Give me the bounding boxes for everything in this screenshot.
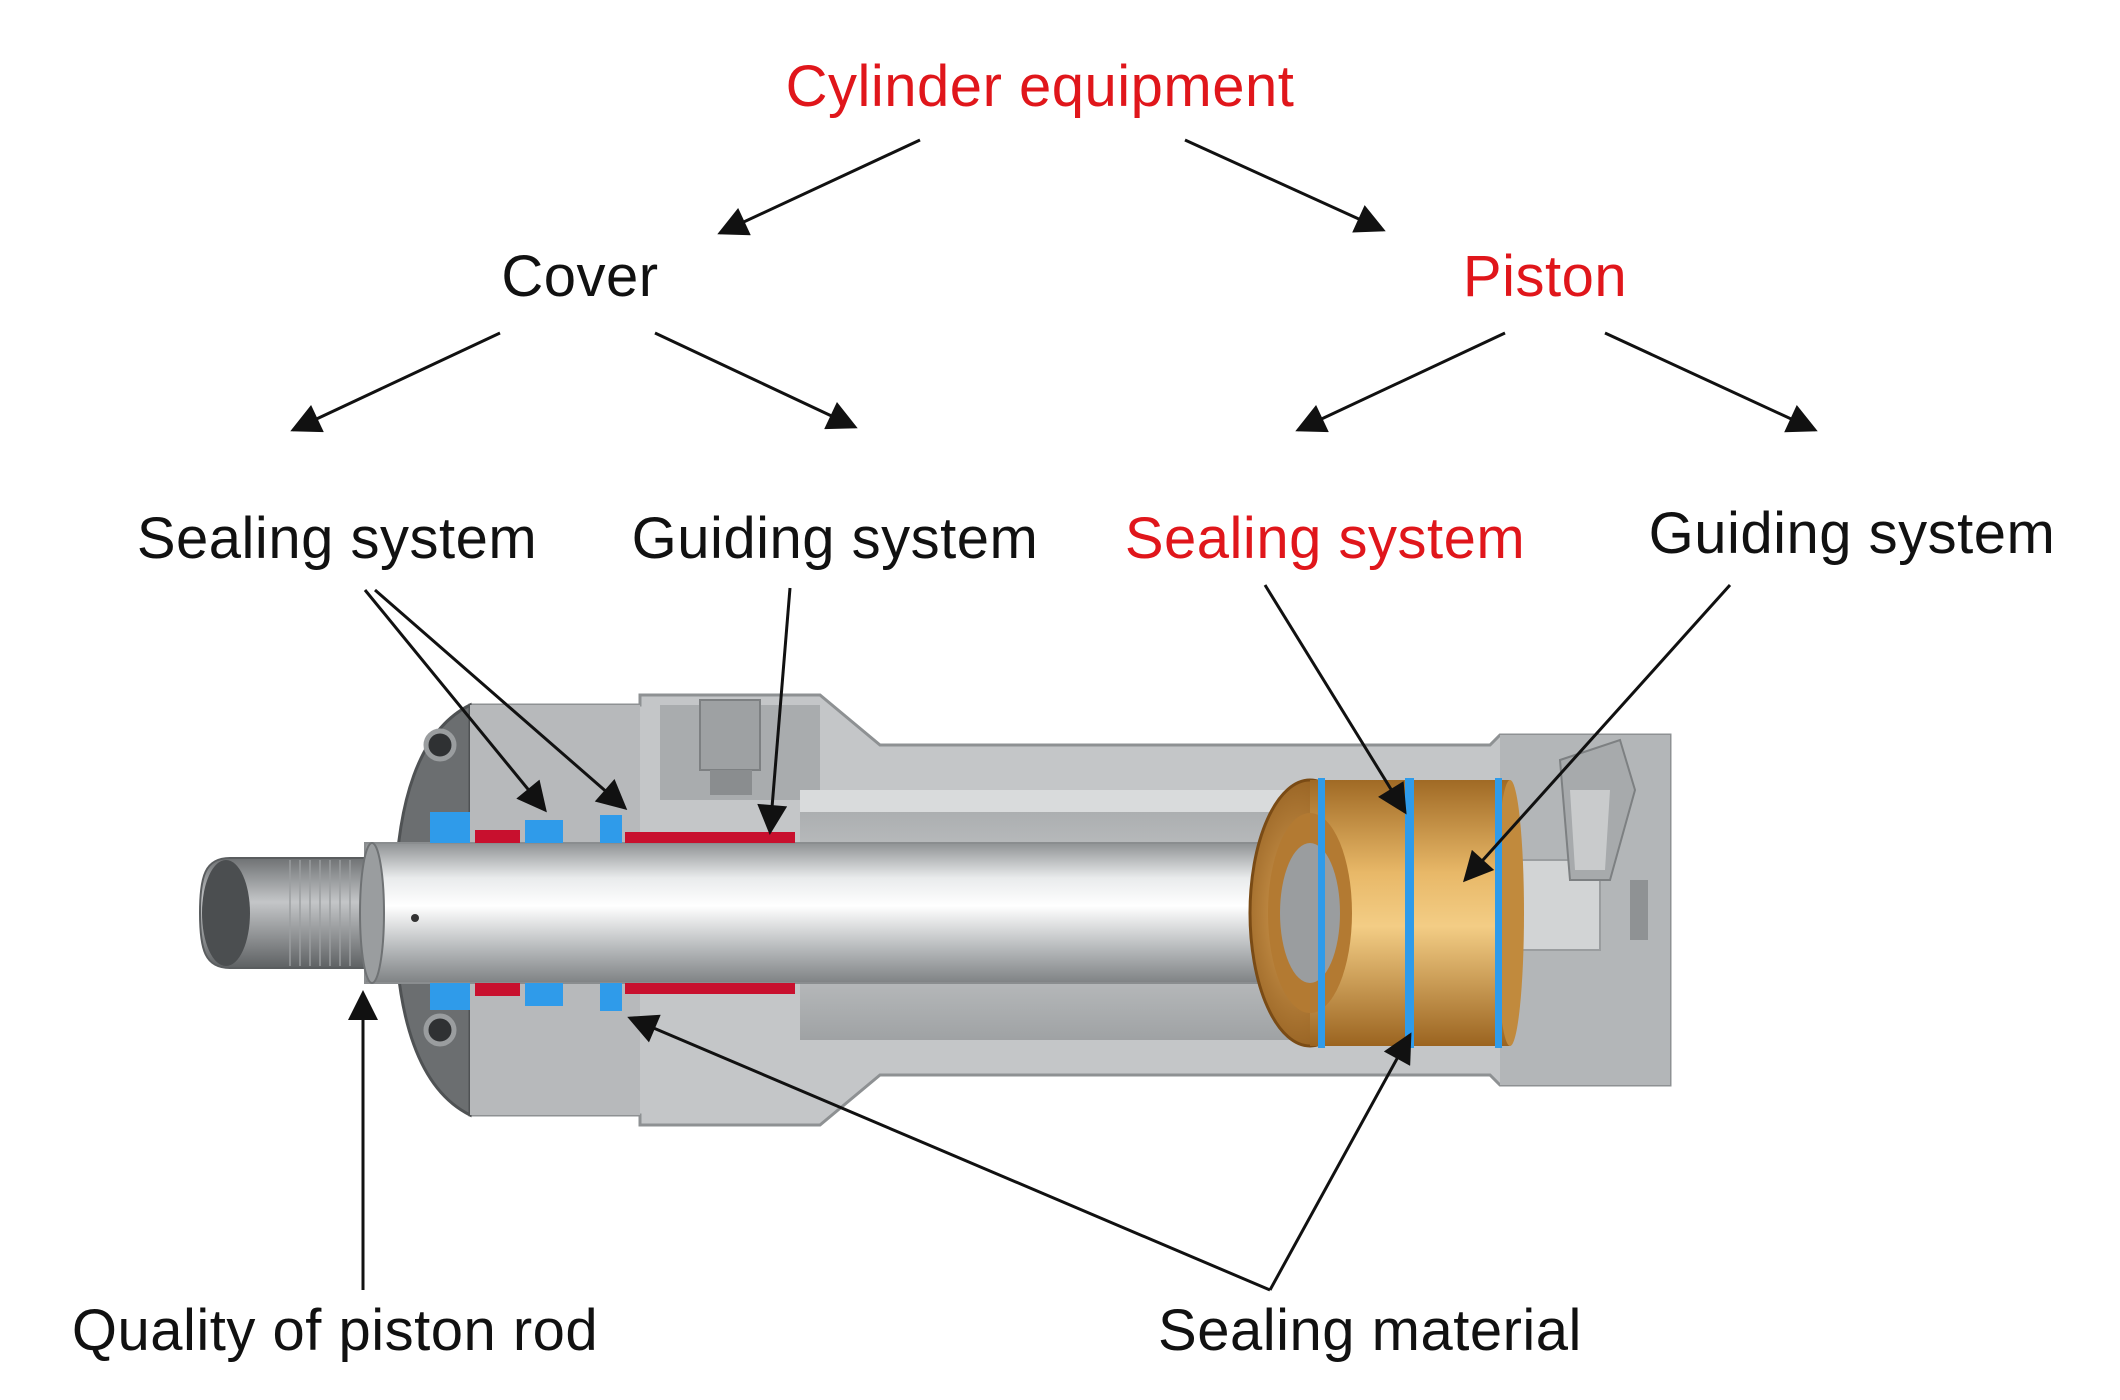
diagram-title: Cylinder equipment (785, 54, 1295, 119)
piston-label: Piston (1462, 244, 1628, 309)
cover-seals (430, 812, 795, 1011)
piston-rod (198, 842, 1321, 984)
cover-sealing-system-label: Sealing system (136, 506, 538, 571)
piston-rod-quality-label: Quality of piston rod (71, 1298, 599, 1363)
tree-arrows (290, 138, 1818, 433)
cover-label: Cover (501, 244, 659, 309)
arrow-cover-sealing (290, 331, 501, 433)
cover-guiding-system-label: Guiding system (631, 506, 1039, 571)
piston (1248, 778, 1524, 1048)
arrow-to-cover (717, 138, 921, 236)
arrow-piston-guiding (1604, 331, 1818, 433)
callout-leaders (348, 583, 1732, 1292)
arrow-piston-sealing (1295, 331, 1506, 433)
arrow-to-piston (1184, 138, 1386, 233)
arrow-cover-guiding (654, 331, 858, 430)
piston-sealing-system-label: Sealing system (1124, 506, 1526, 571)
sealing-material-label: Sealing material (1158, 1298, 1582, 1363)
piston-guiding-system-label: Guiding system (1648, 501, 2056, 566)
